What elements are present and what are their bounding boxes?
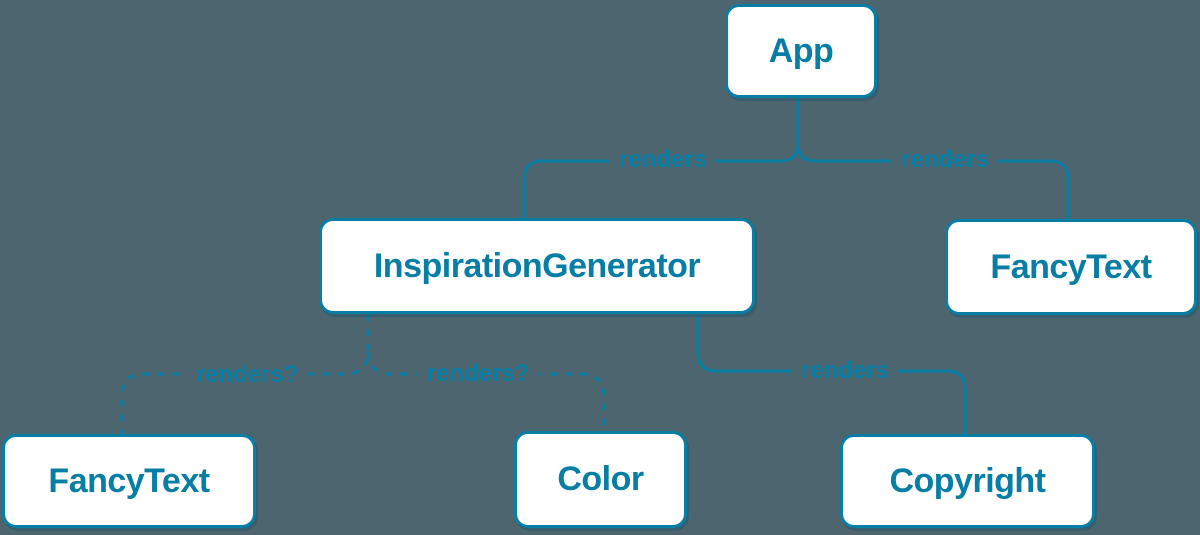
node-copyright-label: Copyright — [889, 461, 1046, 500]
node-app-label: App — [768, 31, 834, 70]
edge-inspirationgenerator-to-fancytext-conditional — [120, 314, 370, 434]
node-fancy-text-top: FancyText — [945, 219, 1197, 315]
node-color-label: Color — [557, 460, 644, 498]
node-fancy-text-top-label: FancyText — [990, 247, 1152, 286]
node-inspiration-generator-label: InspirationGenerator — [373, 246, 701, 285]
node-inspiration-generator: InspirationGenerator — [319, 218, 755, 314]
edge-inspirationgenerator-to-color-conditional — [366, 351, 606, 431]
node-app: App — [725, 4, 877, 98]
edge-label-renders-question-fancytext: renders? — [186, 360, 308, 390]
edge-label-renders-app-fancytext: renders — [891, 145, 999, 175]
edge-label-renders-app-inspirationgenerator: renders — [609, 145, 717, 175]
node-fancy-text-bottom: FancyText — [2, 434, 256, 528]
edge-label-renders-copyright: renders — [791, 356, 899, 386]
edge-label-renders-question-color: renders? — [417, 359, 539, 389]
node-color: Color — [514, 431, 687, 528]
node-copyright: Copyright — [840, 434, 1095, 528]
node-fancy-text-bottom-label: FancyText — [48, 461, 210, 500]
